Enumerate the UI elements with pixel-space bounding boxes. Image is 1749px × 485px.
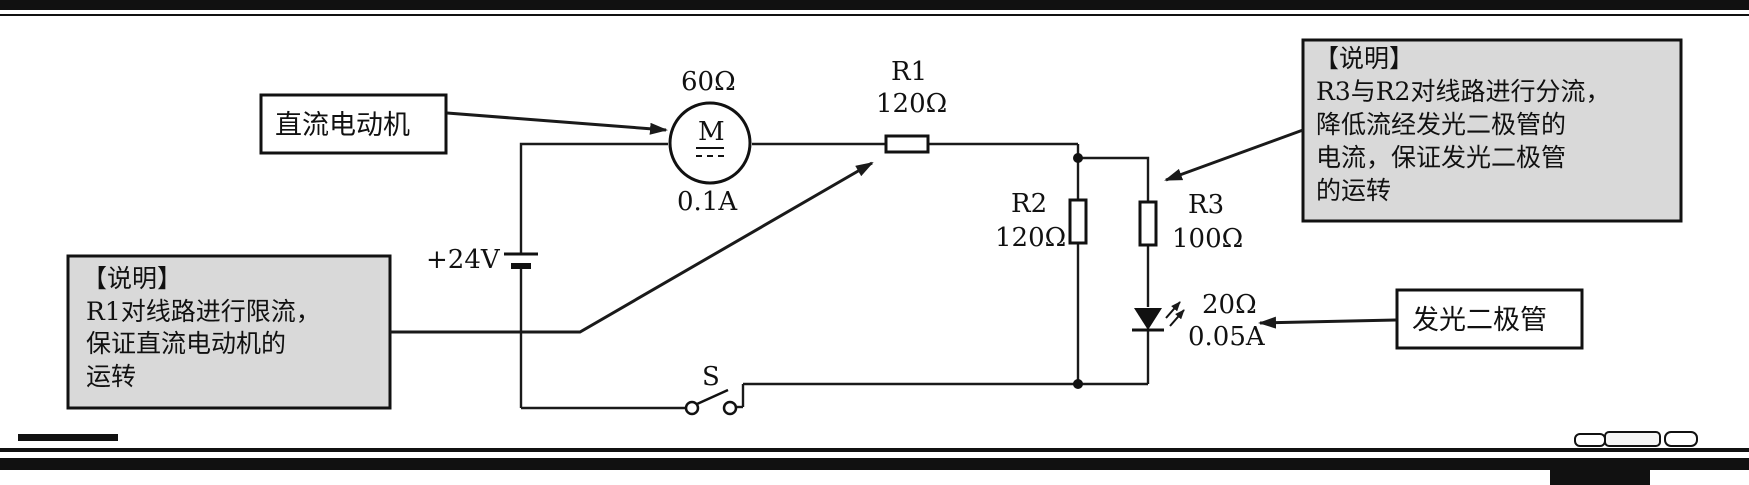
bottom-border-thin [0,448,1749,452]
note-r1-box [66,254,392,410]
motor-current-label: 0.1A [677,187,738,217]
led-resistance-label: 20Ω [1202,290,1257,320]
led-callout-box [1395,288,1584,350]
top-border-bar [0,0,1749,10]
bottom-right-decoration [1574,431,1698,447]
note-r1-line-1: R1对线路进行限流， [86,297,321,326]
motor-callout-text: 直流电动机 [275,110,410,141]
junction-bottom [1073,379,1083,389]
battery-voltage-label: +24V [426,245,501,275]
r2-name-label: R2 [1011,189,1047,219]
motor-symbol: M [668,101,752,185]
note-r1-line-3: 运转 [86,362,136,391]
r3-name-label: R3 [1188,190,1224,220]
note-r3-arrow [1164,128,1304,182]
resistor-r2 [1068,198,1088,245]
motor-letter: M [698,117,725,147]
resistor-r3 [1138,200,1158,247]
motor-callout-box [259,93,448,155]
motor-callout-arrow [446,111,668,135]
note-r3-line-1: R3与R2对线路进行分流， [1316,77,1610,106]
note-r3-box [1301,38,1683,223]
r3-value-label: 100Ω [1172,224,1243,254]
bottom-border-bar [0,458,1749,470]
note-r3-title: 【说明】 [1314,44,1414,73]
bottom-left-mark [18,434,118,441]
led-current-label: 0.05A [1188,322,1266,352]
note-r3-line-3: 电流，保证发光二极管 [1316,143,1566,172]
led-symbol [1132,301,1185,332]
motor-resistance-label: 60Ω [681,67,736,97]
junction-top [1073,153,1083,163]
r1-name-label: R1 [891,57,927,87]
r1-value-label: 120Ω [876,89,947,119]
r2-value-label: 120Ω [995,223,1066,253]
note-r3-line-4: 的运转 [1316,176,1391,205]
led-callout-arrow [1258,316,1397,329]
note-r1-line-2: 保证直流电动机的 [86,329,286,358]
note-r1-arrow [390,161,874,334]
note-r1-title: 【说明】 [82,264,182,293]
battery-symbol [504,252,538,269]
resistor-r1 [884,134,930,154]
switch-symbol [684,388,738,416]
note-r3-line-2: 降低流经发光二极管的 [1316,110,1566,139]
switch-label: S [702,362,720,392]
led-callout-text: 发光二极管 [1412,305,1547,336]
top-border-thin [0,14,1749,16]
bottom-right-block [1550,470,1650,485]
